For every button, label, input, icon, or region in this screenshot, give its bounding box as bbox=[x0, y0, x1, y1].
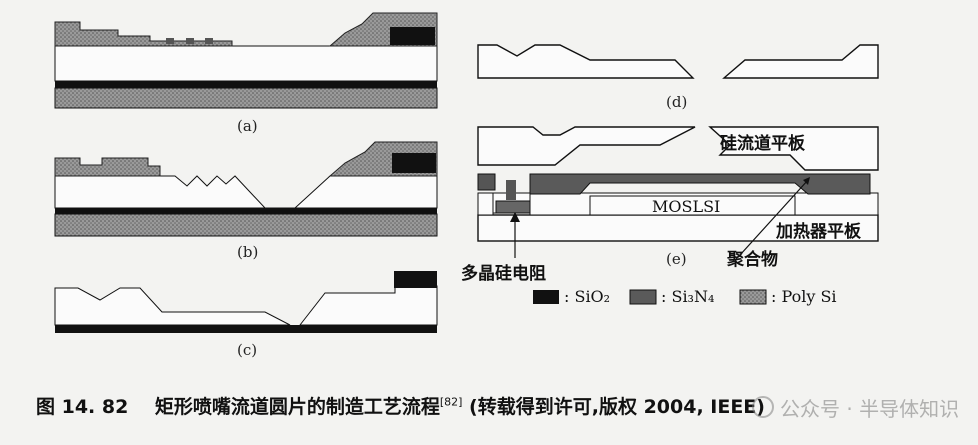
panel-e-label: (e) bbox=[666, 250, 687, 268]
legend-si3n4-swatch bbox=[629, 289, 657, 305]
heater-plate-label: 加热器平板 bbox=[775, 221, 862, 242]
watermark: 公众号 · 半导体知识 bbox=[752, 392, 968, 422]
legend: : SiO₂ : Si₃N₄ : Poly Si bbox=[533, 287, 837, 306]
caption-number: 图 14. 82 bbox=[36, 396, 129, 418]
channel-plate-label: 硅流道平板 bbox=[720, 133, 806, 154]
polymer-label: 聚合物 bbox=[726, 249, 778, 270]
watermark-text: 公众号 · 半导体知识 bbox=[780, 396, 960, 421]
panel-c-label: (c) bbox=[237, 341, 257, 359]
panel-d-label: (d) bbox=[666, 93, 687, 111]
panel-b-label: (b) bbox=[237, 243, 258, 261]
panel-d-cross-section bbox=[477, 44, 879, 79]
legend-sio2-text: : SiO₂ bbox=[564, 287, 610, 306]
legend-si3n4-text: : Si₃N₄ bbox=[661, 287, 714, 306]
legend-sio2-swatch bbox=[533, 290, 559, 304]
panel-b-cross-section bbox=[54, 141, 438, 237]
panel-c-cross-section bbox=[54, 271, 438, 333]
panel-a-label: (a) bbox=[237, 117, 258, 135]
moslsi-label: MOSLSI bbox=[652, 197, 720, 216]
legend-polysi-swatch bbox=[739, 289, 767, 305]
caption-text: 矩形喷嘴流道圆片的制造工艺流程 bbox=[154, 396, 440, 418]
caption-ref: [82] bbox=[439, 395, 463, 409]
wechat-icon bbox=[752, 396, 774, 418]
poly-resistor-label: 多晶硅电阻 bbox=[461, 263, 546, 284]
figure-caption: 图 14. 82 矩形喷嘴流道圆片的制造工艺流程[82] (转载得到许可,版权 … bbox=[36, 392, 966, 422]
caption-credit: (转载得到许可,版权 2004, IEEE) bbox=[469, 396, 765, 418]
panel-a-cross-section bbox=[54, 12, 438, 109]
legend-polysi-text: : Poly Si bbox=[771, 287, 837, 306]
panel-e-cross-section bbox=[477, 126, 879, 258]
